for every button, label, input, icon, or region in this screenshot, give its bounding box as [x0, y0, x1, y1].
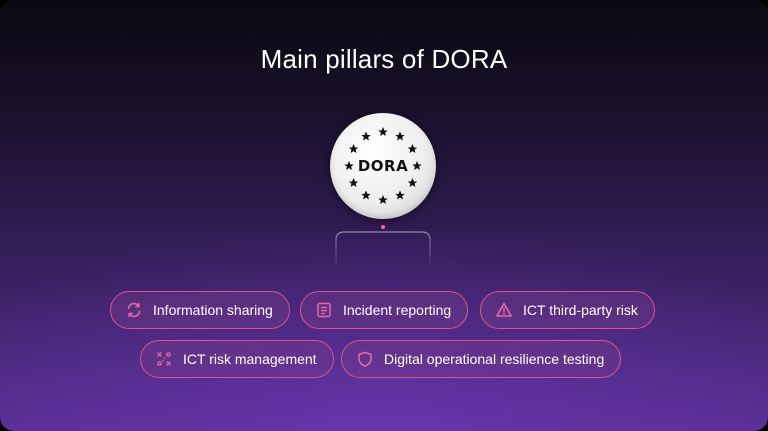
- risk-nodes-icon: [155, 350, 173, 368]
- emblem-label: DORA: [357, 157, 409, 175]
- pillar-digital-operational-resilience-testing[interactable]: Digital operational resilience testing: [341, 340, 622, 378]
- warning-triangle-icon: [495, 301, 513, 319]
- pillar-label: ICT risk management: [183, 351, 317, 367]
- page-title: Main pillars of DORA: [260, 44, 508, 74]
- shield-icon: [356, 350, 374, 368]
- pillar-ict-risk-management[interactable]: ICT risk management: [140, 340, 334, 378]
- pillar-label: Information sharing: [153, 302, 273, 318]
- pillar-label: Incident reporting: [343, 302, 452, 318]
- pillar-information-sharing[interactable]: Information sharing: [110, 291, 290, 329]
- document-list-icon: [315, 301, 333, 319]
- pillar-label: Digital operational resilience testing: [384, 351, 605, 367]
- refresh-icon: [125, 301, 143, 319]
- dora-emblem: DORA: [330, 113, 436, 219]
- pillar-incident-reporting[interactable]: Incident reporting: [300, 291, 469, 329]
- pillar-ict-third-party-risk[interactable]: ICT third-party risk: [480, 291, 655, 329]
- pillar-label: ICT third-party risk: [523, 302, 638, 318]
